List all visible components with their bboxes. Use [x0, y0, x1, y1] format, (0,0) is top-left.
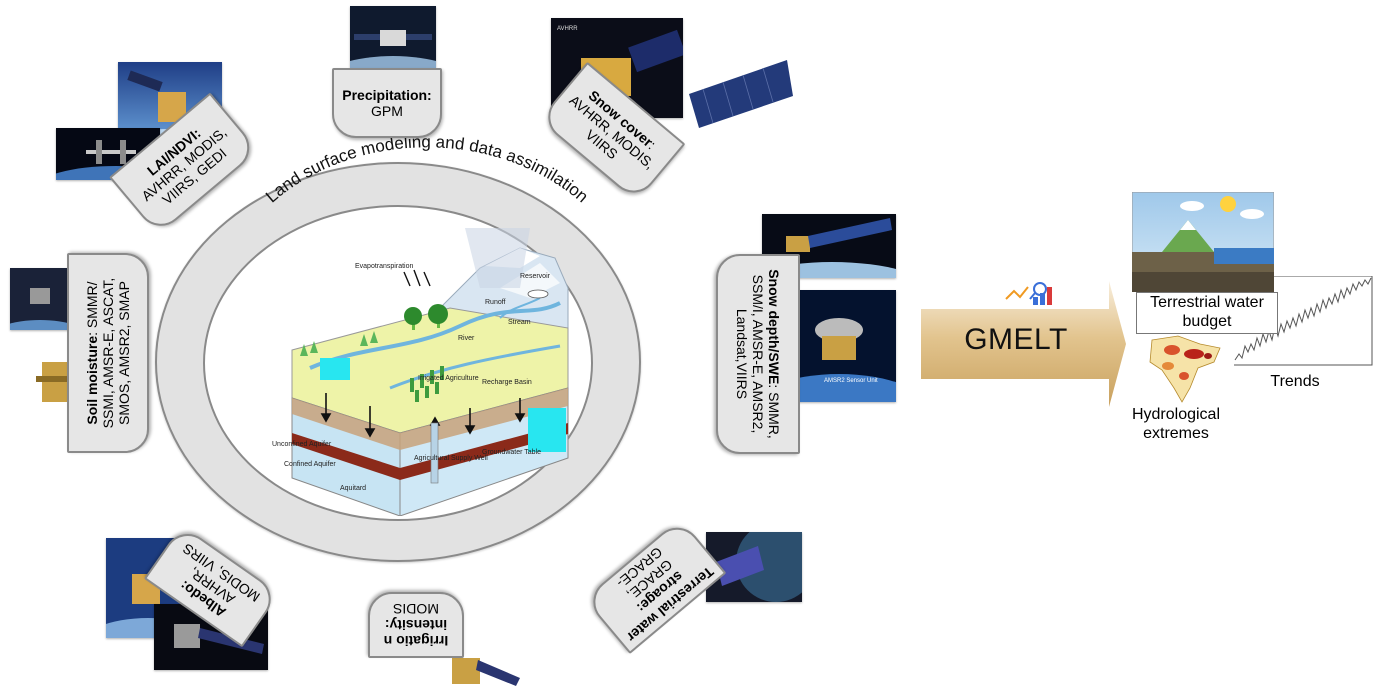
photo-irrigation: [442, 646, 524, 692]
satellite-icon: [350, 6, 436, 68]
photo-soil-moisture-1: [10, 268, 70, 330]
extremes-map: [1138, 334, 1234, 404]
gmelt-label: GMELT: [964, 323, 1068, 356]
amsr2-sensor-label: AMSR2 Sensor Unit: [824, 378, 878, 384]
callout-soil-moisture-title: Soil moisture: [84, 335, 100, 425]
label-confined-aquifer: Confined Aquifer: [284, 461, 336, 468]
svg-text:AVHRR: AVHRR: [557, 26, 578, 32]
label-reservoir: Reservoir: [520, 273, 551, 280]
label-agricultural-supply-well: Agricultural Supply Well: [414, 455, 488, 462]
analytics-icon: [1005, 282, 1052, 305]
trends-label: Trends: [1270, 373, 1320, 390]
callout-snow-depth: Snow depth/SWE: SMMR, SSM/I, AMSR-E, AMS…: [716, 254, 800, 454]
callout-snow-depth-title: Snow depth/SWE: [766, 269, 782, 385]
label-recharge-basin: Recharge Basin: [482, 379, 532, 386]
callout-soil-moisture: Soil moisture: SMMR/ SSMI, AMSR-E, ASCAT…: [67, 253, 149, 453]
satellite-icon: [689, 60, 793, 128]
label-stream: Stream: [508, 319, 531, 326]
label-aquitard: Aquitard: [340, 485, 366, 492]
photo-soil-moisture-2: [34, 352, 78, 416]
photo-solar-array: [683, 56, 795, 128]
ring-title: Land surface modeling and data assimilat…: [262, 132, 592, 206]
callout-precipitation: Precipitation: GPM: [332, 68, 442, 138]
label-evapotranspiration: Evapotranspiration: [355, 263, 413, 270]
callout-irrigation-body: MODIS: [393, 601, 439, 617]
label-groundwater-table: Groundwater Table: [482, 449, 541, 456]
label-runoff: Runoff: [485, 299, 506, 306]
photo-gpm: [350, 6, 436, 68]
label-irrigated-agriculture: Irrigated Agriculture: [418, 375, 479, 382]
water-budget-label: Terrestrial water budget: [1136, 292, 1278, 334]
photo-amsr2: AMSR2 Sensor Unit: [782, 290, 896, 402]
label-river: River: [458, 335, 475, 342]
gmelt-arrow: [921, 281, 1126, 407]
arrow-icon: [921, 281, 1126, 407]
tree-icon: [404, 304, 448, 330]
satellite-icon: [452, 658, 520, 686]
satellite-icon: AMSR2 Sensor Unit: [782, 290, 896, 402]
hydrology-block-diagram: Evapotranspiration Reservoir Runoff Stre…: [272, 228, 569, 516]
water-budget-image: [1132, 192, 1274, 292]
callout-irrigation: Irrigatio n intensity: MODIS: [368, 592, 464, 658]
callout-irrigation-title: Irrigatio n intensity:: [383, 617, 449, 649]
label-unconfined-aquifer: Unconfined Aquifer: [272, 441, 332, 448]
callout-precipitation-title: Precipitation:: [342, 87, 432, 103]
extremes-label: Hydrological extremes: [1131, 406, 1221, 442]
satellite-icon: [36, 362, 76, 402]
callout-precipitation-body: GPM: [371, 103, 403, 119]
satellite-icon: [10, 268, 70, 330]
